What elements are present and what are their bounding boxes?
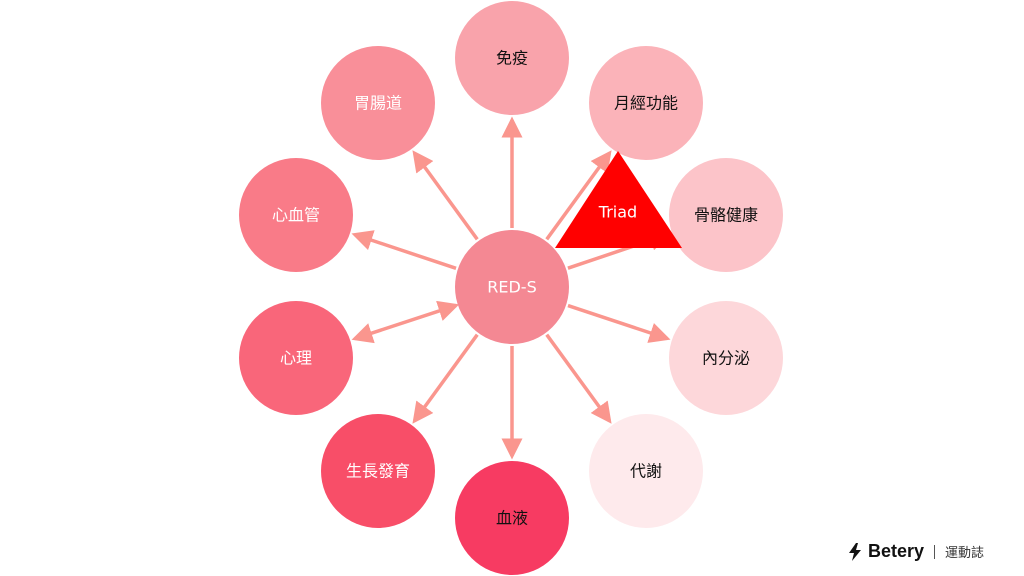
- triad-triangle: Triad: [555, 151, 682, 248]
- logo-subtitle: 運動誌: [945, 546, 985, 561]
- node-circle: [321, 414, 435, 528]
- node-label: 血液: [496, 509, 528, 528]
- lightning-icon: [849, 542, 861, 561]
- node-label: 生長發育: [346, 462, 410, 481]
- node-circle: [669, 158, 783, 272]
- arrow-growth: [412, 333, 479, 424]
- center-node: RED-S: [455, 230, 569, 344]
- node-bone: 骨骼健康: [669, 158, 783, 272]
- node-circle: [589, 46, 703, 160]
- node-label: 胃腸道: [354, 94, 402, 113]
- node-endocrine: 內分泌: [669, 301, 783, 415]
- node-immune: 免疫: [455, 1, 569, 115]
- arrow-metabolic: [545, 333, 612, 424]
- node-circle: [455, 1, 569, 115]
- node-circle: [669, 301, 783, 415]
- triad-label: Triad: [598, 203, 637, 222]
- node-label: 內分泌: [702, 349, 750, 368]
- node-circle: [455, 461, 569, 575]
- node-menstrual: 月經功能: [589, 46, 703, 160]
- node-circle: [321, 46, 435, 160]
- node-circle: [239, 158, 353, 272]
- arrow-cardiovascular: [351, 230, 457, 271]
- node-gastrointestinal: 胃腸道: [321, 46, 435, 160]
- arrow-endocrine: [567, 303, 671, 343]
- center-label: RED-S: [487, 278, 536, 297]
- node-label: 代謝: [630, 462, 662, 481]
- logo-divider: [934, 544, 936, 559]
- node-blood: 血液: [455, 461, 569, 575]
- node-label: 心理: [280, 349, 312, 368]
- node-label: 月經功能: [614, 94, 678, 113]
- node-psychological: 心理: [239, 301, 353, 415]
- node-metabolic: 代謝: [589, 414, 703, 528]
- node-circle: [589, 414, 703, 528]
- node-label: 骨骼健康: [694, 206, 758, 225]
- node-circle: [239, 301, 353, 415]
- node-label: 心血管: [272, 206, 320, 225]
- arrow-psychological: [351, 300, 460, 344]
- node-growth: 生長發育: [321, 414, 435, 528]
- betery-logo: Betery 運動誌: [848, 541, 984, 562]
- arrow-menstrual: [545, 150, 612, 241]
- logo-brand: Betery: [868, 541, 925, 561]
- node-label: 免疫: [496, 49, 528, 68]
- node-cardiovascular: 心血管: [239, 158, 353, 272]
- arrow-gastrointestinal: [412, 150, 479, 241]
